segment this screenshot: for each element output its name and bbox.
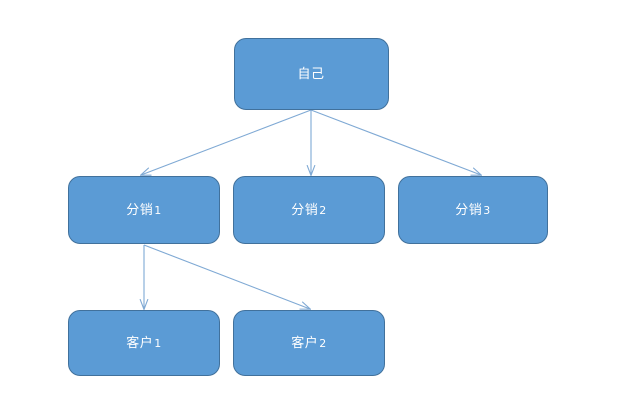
node-self[interactable]: 自己 xyxy=(234,38,389,110)
edge-self-to-reseller-1 xyxy=(141,109,312,175)
edge-reseller-1-to-customer-2 xyxy=(143,244,310,309)
node-customer-1-label: 客户 xyxy=(126,335,154,351)
node-reseller-3-index: 3 xyxy=(483,203,491,217)
node-customer-2-index: 2 xyxy=(319,336,327,350)
node-reseller-1-index: 1 xyxy=(154,203,162,217)
node-customer-2-label: 客户 xyxy=(291,335,319,351)
node-customer-1-index: 1 xyxy=(154,336,162,350)
edge-self-to-reseller-3 xyxy=(310,109,481,175)
node-self-label: 自己 xyxy=(297,66,325,82)
node-reseller-2-index: 2 xyxy=(319,203,327,217)
node-reseller-3-label: 分销 xyxy=(455,202,483,218)
node-reseller-1-label: 分销 xyxy=(126,202,154,218)
node-reseller-2-label: 分销 xyxy=(291,202,319,218)
